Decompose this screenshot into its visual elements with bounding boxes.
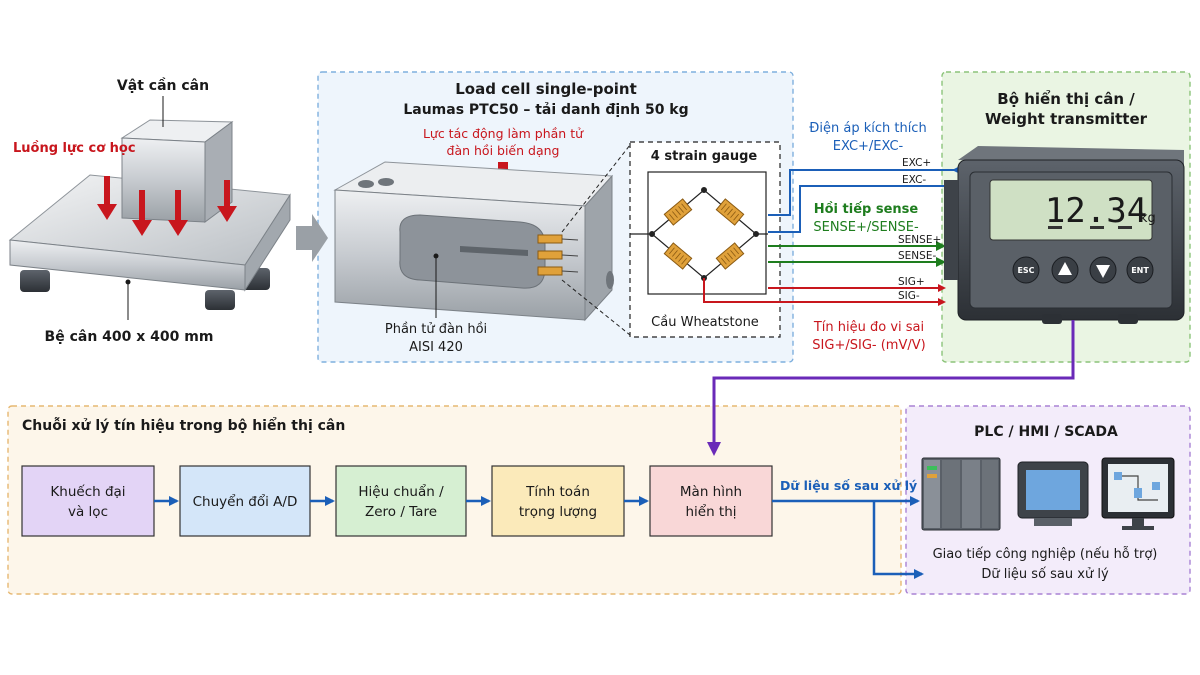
sig-plus-label: SIG+: [898, 276, 925, 288]
excitation-line2: EXC+/EXC-: [833, 139, 904, 154]
gauge-title: 4 strain gauge: [651, 149, 758, 164]
bridge-label: Cầu Wheatstone: [651, 315, 759, 330]
signal-line2: SIG+/SIG- (mV/V): [812, 338, 925, 353]
ent-button[interactable]: ENT: [1126, 256, 1154, 284]
esc-button-label: ESC: [1017, 266, 1034, 275]
chain-title: Chuỗi xử lý tín hiệu trong bộ hiển thị c…: [22, 417, 345, 434]
chain-box-calibration: Hiệu chuẩn / Zero / Tare: [335, 465, 467, 537]
object-label: Vật cần cân: [117, 77, 209, 94]
scada-monitor-icon: [1101, 457, 1175, 530]
plc-comm-line2: Dữ liệu số sau xử lý: [981, 567, 1109, 582]
excitation-line1: Điện áp kích thích: [809, 121, 926, 136]
chain-box-calibration-line1: Hiệu chuẩn /: [358, 483, 444, 500]
element-label-line2: AISI 420: [409, 340, 463, 355]
hmi-panel-icon: [1017, 461, 1089, 526]
chain-box-adc-line1: Chuyển đổi A/D: [193, 493, 298, 510]
signal-line1: Tín hiệu đo vi sai: [813, 320, 924, 335]
plc-rack-icon: [921, 457, 1001, 531]
output-label: Dữ liệu số sau xử lý: [780, 478, 917, 493]
loadcell-title-line2: Laumas PTC50 – tải danh định 50 kg: [403, 102, 688, 118]
plc-title: PLC / HMI / SCADA: [974, 424, 1118, 440]
down-triangle-icon: [1096, 265, 1110, 278]
sense-plus-label: SENSE+: [898, 234, 941, 246]
ent-button-label: ENT: [1131, 266, 1149, 275]
up-triangle-icon: [1058, 262, 1072, 275]
exc-plus-wire: [768, 165, 962, 216]
loadcell-title-line1: Load cell single-point: [455, 80, 637, 98]
display-title-line1: Bộ hiển thị cân /: [997, 89, 1135, 108]
esc-button[interactable]: ESC: [1012, 256, 1040, 284]
chain-box-display-line1: Màn hình: [680, 484, 742, 500]
chain-box-calculation-line2: trọng lượng: [519, 504, 597, 520]
force-note-line2: đàn hồi biến dạng: [447, 143, 560, 158]
chain-box-amplifier-line2: và lọc: [68, 504, 108, 520]
chain-box-display: Màn hình hiển thị: [649, 465, 773, 537]
sense-minus-label: SENSE-: [898, 250, 936, 262]
platform-label: Bệ cân 400 x 400 mm: [45, 329, 214, 345]
chain-box-amplifier: Khuếch đại và lọc: [21, 465, 155, 537]
exc-minus-label: EXC-: [902, 174, 926, 186]
comm-arrow: [872, 501, 924, 579]
transfer-arrow-icon: [296, 214, 328, 262]
wheatstone-box: [629, 141, 781, 338]
weight-unit: kg: [1140, 211, 1156, 226]
sense-line1: Hồi tiếp sense: [814, 202, 919, 217]
weight-reading: 12.34: [1045, 191, 1147, 231]
up-button[interactable]: [1051, 256, 1079, 284]
chain-box-calculation: Tính toán trọng lượng: [491, 465, 625, 537]
exc-plus-label: EXC+: [902, 157, 931, 169]
force-arrows: [97, 176, 237, 236]
sense-line2: SENSE+/SENSE-: [813, 220, 919, 235]
exc-minus-wire: [768, 181, 962, 233]
chain-box-calibration-line2: Zero / Tare: [365, 504, 437, 520]
force-label: Luồng lực cơ học: [13, 141, 136, 156]
plc-comm-line1: Giao tiếp công nghiệp (nếu hỗ trợ): [933, 547, 1158, 562]
down-button[interactable]: [1089, 256, 1117, 284]
weight-transmitter-device: [944, 146, 1185, 324]
device-buttons: ESC ENT: [1012, 256, 1154, 284]
device-to-chain-connector: [707, 320, 1075, 456]
strain-gauge-elements: [649, 187, 759, 281]
loadcell-body: [333, 161, 614, 322]
chain-box-amplifier-line1: Khuếch đại: [50, 483, 125, 500]
sig-minus-label: SIG-: [898, 290, 920, 302]
chain-box-display-line2: hiển thị: [685, 503, 736, 520]
element-label-line1: Phần tử đàn hồi: [385, 322, 487, 337]
display-title-line2: Weight transmitter: [985, 110, 1148, 128]
force-note-line1: Lực tác động làm phần tử: [423, 126, 584, 141]
chain-box-adc: Chuyển đổi A/D: [179, 465, 311, 537]
sig-minus-wire: [703, 278, 946, 306]
chain-box-calculation-line1: Tính toán: [525, 484, 590, 500]
